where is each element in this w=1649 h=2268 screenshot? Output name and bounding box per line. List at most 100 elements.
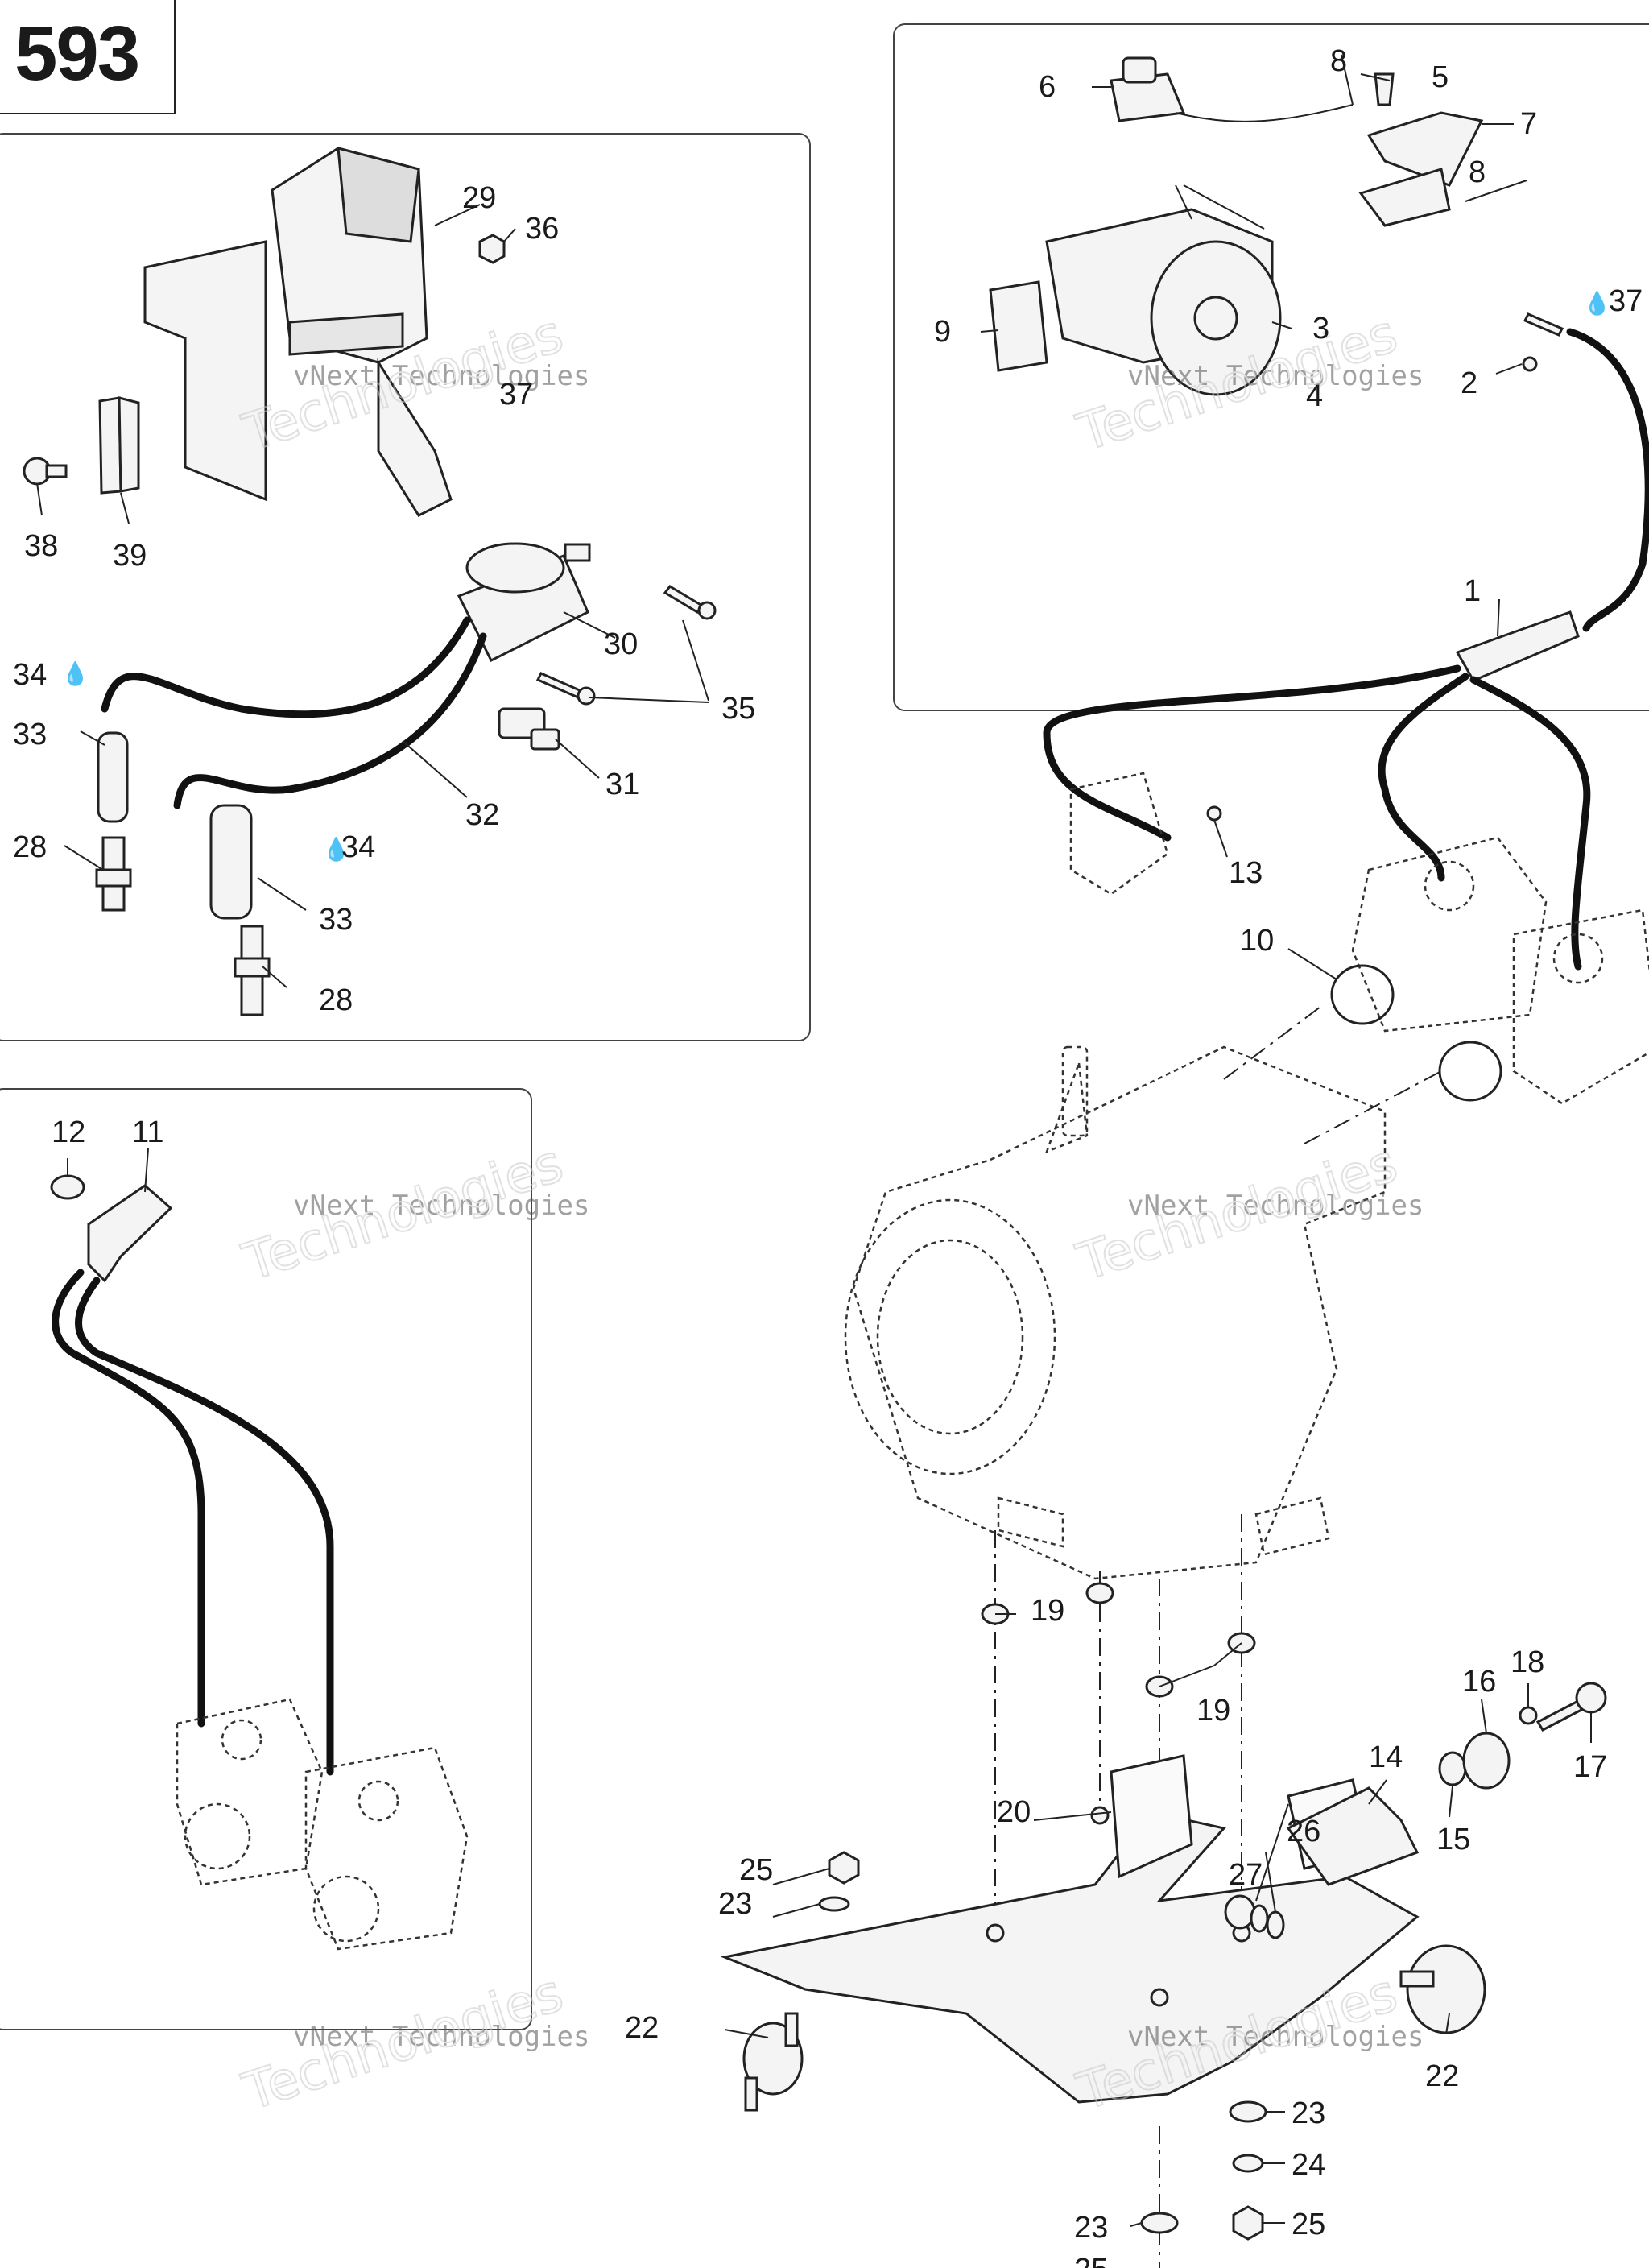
page-number-badge: 593 [0,0,176,114]
callout-22: 22 [625,2011,659,2045]
ignition-coil-30 [457,542,591,663]
oil-drop-icon: 💧 [61,660,89,687]
watermark-text: vNext Technologies [1127,2021,1424,2053]
sensor-6 [1110,56,1186,122]
bracket-8 [1358,168,1451,227]
watermark-text: vNext Technologies [1127,1190,1424,1222]
callout-13: 13 [1229,856,1263,890]
callout-1: 1 [1464,574,1481,608]
oil-sensor-panel [893,23,1649,711]
callout-23: 23 [1292,2096,1325,2130]
nut-25-mid [1232,2205,1264,2241]
washer-23-top [818,1896,850,1912]
carburetors-ghost-lower [176,1698,469,1951]
screw-35a [663,585,717,620]
callout-19: 19 [1196,1694,1230,1728]
spacer-26 [1224,1894,1256,1930]
spark-plug-cap-33a [97,731,129,823]
callout-19: 19 [1031,1594,1064,1628]
carburetor-panel [0,1088,532,2030]
callout-2: 2 [1461,366,1477,400]
callout-34: 34 [341,830,375,864]
callout-23: 23 [1074,2211,1108,2245]
bolt-17 [1535,1682,1607,1732]
leader-lines [36,54,1592,2227]
ht-wire-32b [173,632,487,809]
callout-4: 4 [1306,379,1323,413]
callout-33: 33 [319,903,353,937]
oil-hose-b [1378,673,1469,882]
sensor-wire [1175,104,1354,122]
screw-38 [23,457,68,486]
bushing-15 [1438,1751,1467,1786]
bracket-14 [1286,1786,1420,1886]
callouts: 29 36 37 38 39 30 34 💧 35 33 31 32 💧 34 … [13,44,1643,2268]
engine-ghost [844,1045,1387,1580]
washer-23-bottom [1140,2212,1179,2234]
callout-28: 28 [13,830,47,864]
clip-2 [1522,356,1538,372]
bracket-7 [1366,111,1484,187]
washers-27 [1250,1904,1285,1939]
callout-18: 18 [1511,1645,1544,1679]
callout-9: 9 [934,315,951,349]
callout-16: 16 [1462,1665,1496,1699]
watermark-text: vNext Technologies [293,1190,589,1222]
callout-23: 23 [718,1887,752,1921]
watermark-text: vNext Technologies [1127,360,1424,392]
callout-10: 10 [1240,924,1274,958]
oil-line [1566,328,1649,632]
watermark-text: vNext Technologies [293,360,589,392]
carburetors-ghost [1351,836,1649,1105]
callout-37: 37 [499,378,533,412]
callout-7: 7 [1520,107,1537,141]
oil-pump-3 [1045,208,1282,396]
nut-36 [478,234,506,264]
spark-plug-28b [234,925,271,1016]
callout-32: 32 [465,798,499,832]
callout-8: 8 [1469,155,1486,189]
callout-25: 25 [1074,2253,1108,2268]
callout-15: 15 [1436,1823,1470,1856]
oil-hose-a [1043,664,1461,842]
callout-26: 26 [1287,1815,1320,1848]
rubber-16 [1462,1732,1511,1790]
callout-6: 6 [1039,70,1056,104]
callout-25: 25 [739,1853,773,1887]
callout-28: 28 [319,983,353,1017]
callout-25: 25 [1292,2208,1325,2241]
callout-38: 38 [24,529,58,563]
page-number: 593 [14,10,140,97]
banjo-screw-37 [1523,312,1564,337]
callout-11: 11 [132,1115,163,1149]
oil-drop-icon: 💧 [1583,290,1611,317]
washer-23-mid [1229,2100,1267,2123]
washer-19b [1085,1582,1114,1604]
cover-9 [989,280,1048,372]
sensor-wire-b [75,1277,334,1776]
ignition-module-bracket [143,147,453,517]
callout-33: 33 [13,718,47,751]
callout-34: 34 [13,658,47,692]
callout-36: 36 [525,212,559,246]
clip-39 [98,396,140,495]
clamp-10a [1330,964,1395,1025]
spark-plug-cap-33b [209,804,253,920]
t-connector-1 [1455,610,1580,682]
washer-24 [1232,2154,1264,2173]
rubber-mount-22a [742,2012,804,2112]
callout-3: 3 [1312,312,1329,346]
callout-8: 8 [1330,44,1347,78]
callout-5: 5 [1432,60,1449,94]
callout-30: 30 [604,627,638,661]
callout-35: 35 [721,692,755,726]
nut-25-top [828,1851,860,1885]
watermark-text: vNext Technologies [293,2021,589,2053]
sensor-11 [87,1184,173,1283]
oil-drop-icon: 💧 [322,836,350,863]
washer-18 [1519,1706,1538,1725]
spark-plug-28a [95,836,132,912]
callout-17: 17 [1573,1750,1607,1784]
callout-31: 31 [605,768,639,801]
